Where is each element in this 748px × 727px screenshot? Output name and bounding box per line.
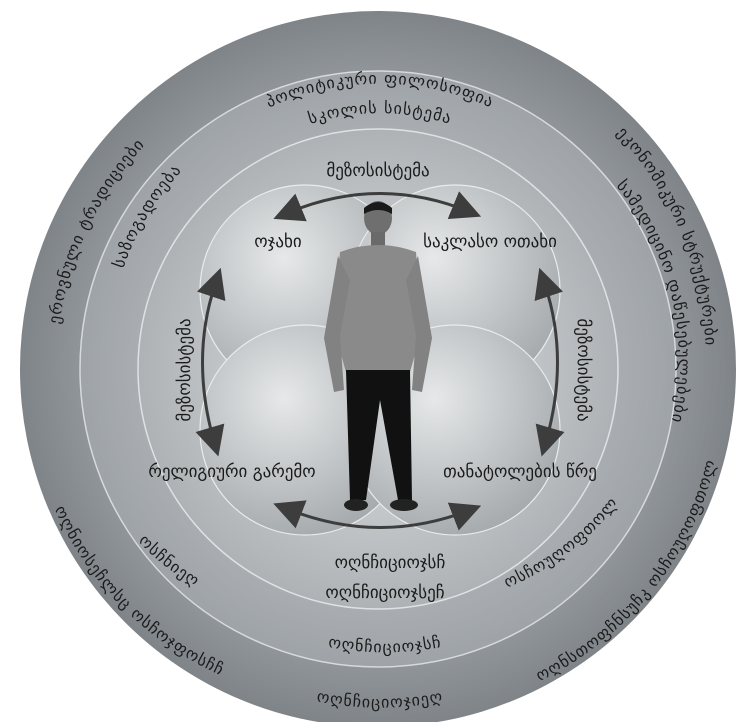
- label-inner-bottom-1: ოღნჩიციოჯსჩ: [335, 553, 446, 573]
- label-inner-bottom-2: ოღნჩიციოჯსეჩ: [325, 583, 444, 603]
- label-meso-right: მეზოსისტემა: [573, 318, 593, 421]
- label-meso-top: მეზოსისტემა: [326, 161, 429, 181]
- label-religious-setting: რელიგიური გარემო: [148, 462, 315, 482]
- label-family: ოჯახი: [254, 232, 301, 252]
- label-peer-group: თანატოლების წრე: [443, 462, 597, 482]
- label-classroom: საკლასო ოთახი: [423, 232, 557, 252]
- label-meso-left: მეზოსისტემა: [175, 318, 195, 421]
